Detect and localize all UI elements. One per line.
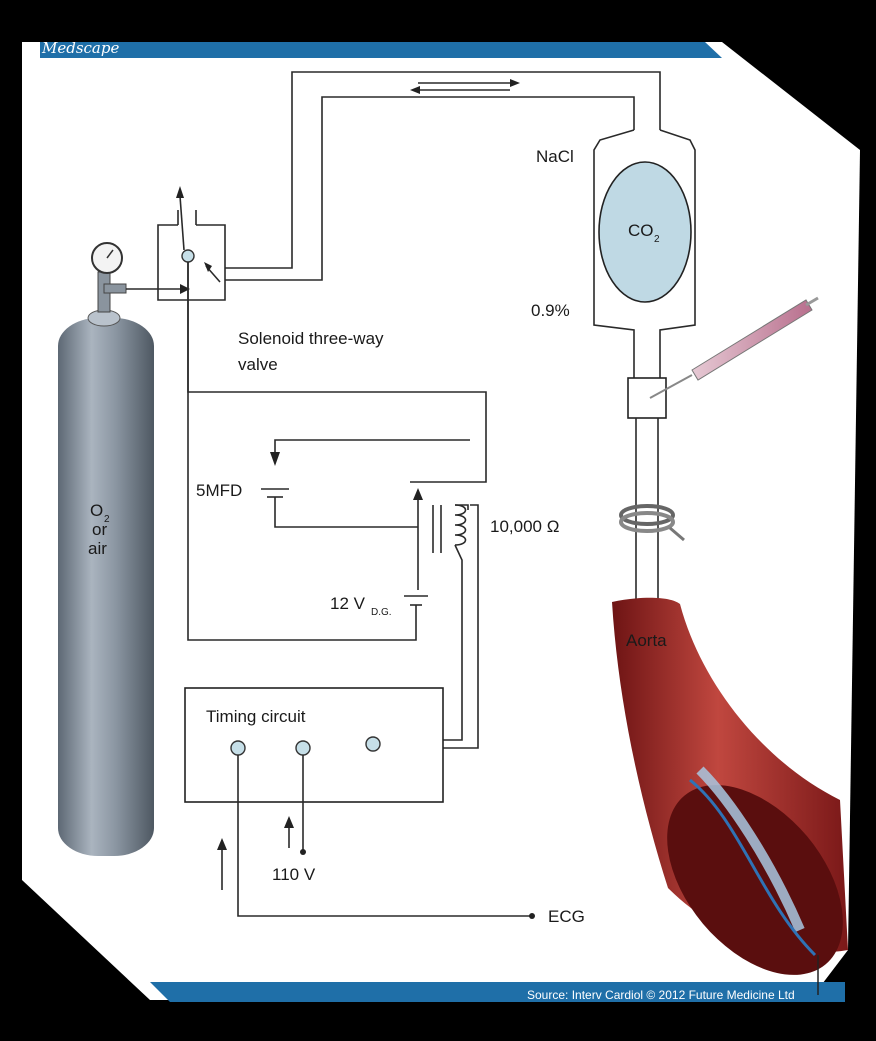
nacl-percent: 0.9% bbox=[531, 301, 570, 320]
medscape-logo: Medscape bbox=[41, 39, 119, 57]
nacl-reservoir bbox=[593, 129, 696, 378]
footer-bar bbox=[150, 982, 845, 1002]
solenoid-valve bbox=[157, 186, 226, 301]
nacl-label: NaCl bbox=[536, 147, 574, 166]
resistance-label: 10,000 Ω bbox=[490, 517, 559, 536]
cylinder-label-or: or bbox=[92, 520, 107, 539]
valve-label-line1: Solenoid three-way bbox=[238, 329, 384, 348]
aorta-label: Aorta bbox=[626, 631, 667, 650]
capacitor-label: 5MFD bbox=[196, 481, 242, 500]
voltage-label: 110 V bbox=[272, 865, 316, 884]
gas-tubing bbox=[225, 71, 661, 281]
cylinder-label-air: air bbox=[88, 539, 107, 558]
gas-cylinder bbox=[58, 242, 154, 856]
terminal-relay bbox=[365, 736, 381, 752]
header-bar bbox=[40, 42, 722, 58]
syringe-icon bbox=[649, 296, 819, 399]
cylinder-label-o: O bbox=[90, 501, 103, 520]
co2-label: CO bbox=[628, 221, 654, 240]
aorta-illustration bbox=[612, 597, 848, 995]
co2-label-sub: 2 bbox=[654, 234, 660, 245]
co2-balloon bbox=[598, 161, 692, 303]
cylinder-label-sub: 2 bbox=[104, 514, 110, 525]
battery-label: 12 V bbox=[330, 594, 366, 613]
timing-circuit-label: Timing circuit bbox=[206, 707, 306, 726]
coil-clip-icon bbox=[619, 504, 685, 542]
battery-label-sub: D.G. bbox=[371, 607, 392, 618]
timing-circuit-box bbox=[184, 687, 535, 919]
terminal-power bbox=[295, 740, 311, 756]
source-credit: Source: Interv Cardiol © 2012 Future Med… bbox=[527, 988, 795, 1002]
valve-label-line2: valve bbox=[238, 355, 278, 374]
terminal-ecg bbox=[230, 740, 246, 756]
ecg-label: ECG bbox=[548, 907, 585, 926]
